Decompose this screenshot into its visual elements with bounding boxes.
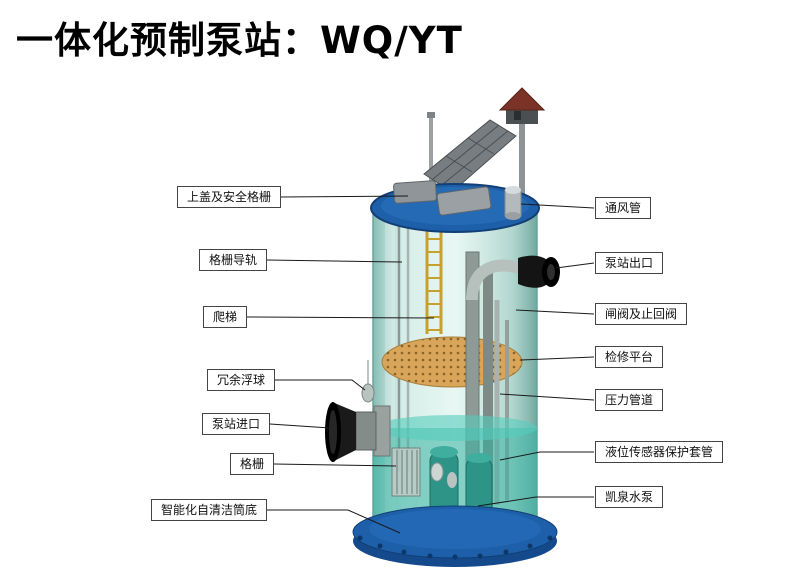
label-grille-guide-rail: 格栅导轨: [198, 249, 267, 271]
leader-lines: [246, 195, 595, 534]
access-hatch: [393, 180, 437, 204]
leader-line: [477, 496, 594, 507]
label-redundant-float: 冗余浮球: [206, 369, 275, 391]
label-service-platform: 检修平台: [595, 346, 664, 368]
leader-line: [520, 203, 595, 209]
vent-roof: [498, 87, 546, 111]
label-water-pump: 凯泉水泵: [595, 486, 664, 508]
inlet-assembly: [325, 402, 391, 462]
roof-vent-structure: [498, 87, 546, 198]
leader-line: [280, 195, 409, 198]
leader-line: [499, 451, 594, 461]
float-balls: [430, 462, 457, 488]
leader-line: [555, 262, 595, 269]
leader-line: [266, 259, 403, 263]
label-grille: 格栅: [229, 453, 274, 475]
flange-bolts: [357, 535, 553, 560]
label-station-outlet: 泵站出口: [595, 252, 664, 274]
label-self-cleaning-bottom: 智能化自清洁筒底: [150, 499, 267, 521]
label-station-inlet: 泵站进口: [201, 413, 270, 435]
grille-basket: [391, 447, 421, 497]
tank-lid: [370, 180, 540, 233]
antenna-pipe: [427, 112, 435, 194]
leader-line: [267, 509, 401, 534]
leader-line: [273, 463, 397, 467]
page-title: 一体化预制泵站：WQ/YT: [16, 19, 463, 62]
leader-line: [515, 309, 595, 315]
leader-line: [275, 379, 366, 391]
label-top-cover-safety-grille: 上盖及安全格栅: [176, 186, 281, 208]
bottom-flange: [352, 505, 558, 567]
service-platform: [381, 336, 523, 388]
safety-grating-cover: [436, 186, 492, 216]
leader-line: [520, 356, 595, 361]
label-gate-and-check-valve: 闸阀及止回阀: [595, 303, 688, 325]
outlet-assembly: [466, 255, 560, 301]
label-level-sensor-sleeve: 液位传感器保护套管: [595, 441, 724, 463]
label-vent-pipe: 通风管: [595, 197, 652, 219]
label-pressure-pipe: 压力管道: [595, 389, 664, 411]
vent-pipe: [504, 186, 522, 220]
leader-line: [499, 393, 595, 401]
label-ladder: 爬梯: [202, 306, 247, 328]
redundant-float: [361, 360, 375, 403]
ladder: [425, 220, 443, 334]
leader-line: [269, 423, 331, 429]
leader-line: [246, 316, 435, 319]
